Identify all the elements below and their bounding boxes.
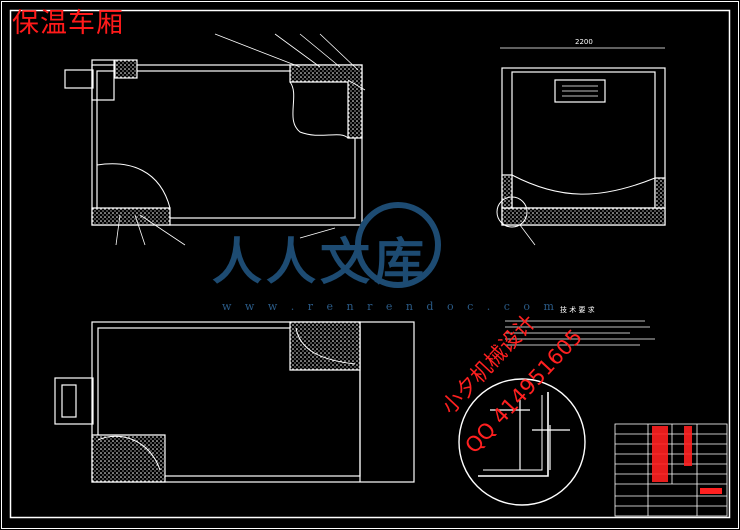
front-view-wave-top: [289, 81, 349, 139]
plan-view: [54, 321, 415, 483]
title-block-frame: [614, 423, 728, 517]
tb-red-label-2: [684, 426, 692, 466]
side-view-dimension: 2200: [575, 38, 593, 46]
refrigeration-unit: [91, 59, 115, 101]
side-view-wave: [511, 174, 656, 195]
side-view: [496, 47, 666, 246]
front-view: [64, 33, 366, 246]
leader-line-7: [134, 214, 146, 246]
side-view-right-insulation: [654, 177, 666, 209]
watermark-name: 人人文库: [212, 232, 428, 291]
plan-view-top-insulation: [289, 321, 361, 371]
front-view-outer-wall: [91, 64, 363, 226]
unit-box: [64, 69, 94, 89]
leader-line-4: [319, 33, 359, 71]
detail-leader: [519, 224, 536, 246]
side-view-outer: [501, 67, 666, 226]
unit-cap: [114, 59, 138, 79]
detail-wall-section: [478, 392, 549, 477]
inner-border: [9, 9, 731, 519]
leader-line-1: [214, 33, 301, 68]
title-block: [614, 423, 728, 517]
leader-line-3: [299, 33, 341, 68]
watermark-ring: [355, 202, 441, 288]
leader-line-2: [274, 33, 321, 68]
detail-callout-circle: [496, 196, 528, 228]
front-view-inner-wall: [96, 70, 356, 219]
tb-red-label-3: [700, 488, 722, 494]
leader-line-6: [115, 214, 121, 246]
detail-view-circle: [458, 378, 586, 506]
tech-requirements: [505, 320, 655, 346]
detail-view: [458, 378, 586, 506]
plan-view-unit: [54, 377, 94, 425]
plan-view-wave-bottom: [97, 435, 161, 471]
plan-view-unit-inner: [61, 384, 77, 418]
leader-line-9: [299, 227, 336, 239]
plan-view-wave-top: [295, 327, 356, 365]
detail-wall-section-inner: [483, 395, 543, 471]
front-view-bottom-insulation: [91, 207, 171, 226]
plan-view-inner: [97, 327, 361, 477]
front-view-wave-bottom: [96, 163, 171, 209]
drawing-title: 保温车厢: [12, 8, 124, 39]
plan-view-bottom-insulation: [91, 434, 166, 483]
leader-line-8: [139, 214, 186, 246]
tech-req-heading: 技 术 要 求: [560, 306, 595, 314]
side-view-floor-insulation: [501, 207, 666, 226]
plan-view-outer: [91, 321, 415, 483]
front-view-top-insulation: [289, 64, 363, 139]
side-view-inner: [511, 71, 656, 209]
side-view-left-insulation: [501, 174, 513, 209]
watermark-url: w w w . r e n r e n d o c . c o m: [222, 300, 559, 313]
side-view-vent: [554, 79, 606, 103]
leader-line-5: [347, 79, 366, 91]
tb-red-label-1: [652, 426, 668, 482]
